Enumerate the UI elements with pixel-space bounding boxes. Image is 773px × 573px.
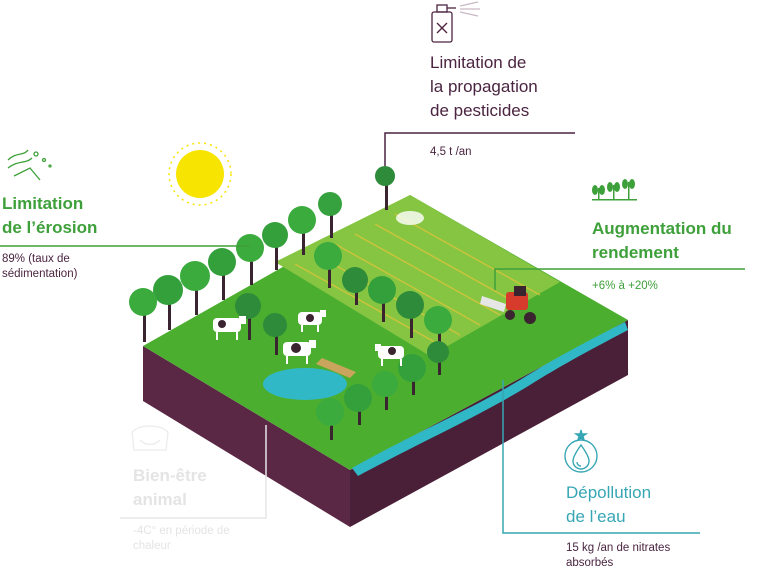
connector-rendement <box>494 268 745 290</box>
erosion-value-line-1: 89% (taux de <box>2 253 70 265</box>
soil-left-face <box>143 346 350 527</box>
erosion-title-line-1: Limitation <box>2 194 84 213</box>
connector-pesticides <box>384 132 575 166</box>
bien-etre-value-line-1: -4C° en période de <box>133 525 230 537</box>
eau-value-line-2: absorbés <box>566 557 614 569</box>
sun <box>176 150 224 198</box>
river <box>352 322 628 476</box>
connector-bien-etre <box>120 425 267 519</box>
cow <box>298 310 326 332</box>
cow <box>375 344 404 366</box>
erosion-value-line-2: sédimentation) <box>2 268 78 280</box>
callout-rendement: Augmentation du rendement +6% à +20% <box>592 217 732 294</box>
trees-front-row <box>316 341 449 440</box>
pond <box>263 368 347 400</box>
pesticides-title-line-1: Limitation de <box>430 53 527 72</box>
connector-eau <box>502 380 700 534</box>
eau-title-line-1: Dépollution <box>566 483 652 502</box>
bien-etre-value-line-2: chaleur <box>133 540 171 552</box>
sun-halo <box>168 142 232 206</box>
crop-field <box>275 195 560 356</box>
spray-bottle-icon <box>431 1 480 43</box>
tractor <box>480 286 536 324</box>
rendement-title-line-2: rendement <box>592 243 679 262</box>
pesticides-value: 4,5 t /an <box>430 146 472 158</box>
water-drop-icon <box>564 429 598 473</box>
bien-etre-title-line-2: animal <box>133 490 187 509</box>
cloud <box>396 211 424 225</box>
cow <box>213 316 246 340</box>
callout-pesticides: Limitation de la propagation de pesticid… <box>430 51 538 160</box>
cow <box>283 340 316 364</box>
soil-right-face <box>350 320 628 527</box>
cows <box>213 310 404 366</box>
callout-erosion: Limitation de l’érosion 89% (taux de séd… <box>2 192 97 282</box>
erosion-title-line-2: de l’érosion <box>2 218 98 237</box>
rendement-value: +6% à +20% <box>592 280 658 292</box>
feeding-trough <box>316 358 356 378</box>
pesticides-title-line-2: la propagation <box>430 77 538 96</box>
cloud <box>339 180 365 196</box>
trees-back-row <box>129 166 395 342</box>
eau-value-line-1: 15 kg /an de nitrates <box>566 542 671 554</box>
wind-erosion-icon <box>7 149 52 181</box>
cow-head-icon <box>131 425 169 451</box>
bien-etre-title-line-1: Bien-être <box>133 466 207 485</box>
sprouts-icon <box>592 179 637 201</box>
eau-title-line-2: de l’eau <box>566 507 626 526</box>
trees-middle-row <box>235 242 452 355</box>
callout-bien-etre: Bien-être animal -4C° en période de chal… <box>133 464 230 554</box>
rendement-title-line-1: Augmentation du <box>592 219 732 238</box>
pesticides-title-line-3: de pesticides <box>430 101 530 120</box>
callout-eau: Dépollution de l’eau 15 kg /an de nitrat… <box>566 481 670 571</box>
